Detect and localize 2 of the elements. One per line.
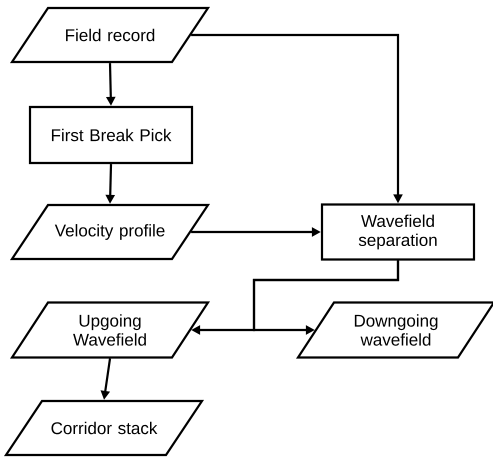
process-box: Wavefield separation <box>320 203 476 261</box>
process-box: First Break Pick <box>28 106 194 164</box>
